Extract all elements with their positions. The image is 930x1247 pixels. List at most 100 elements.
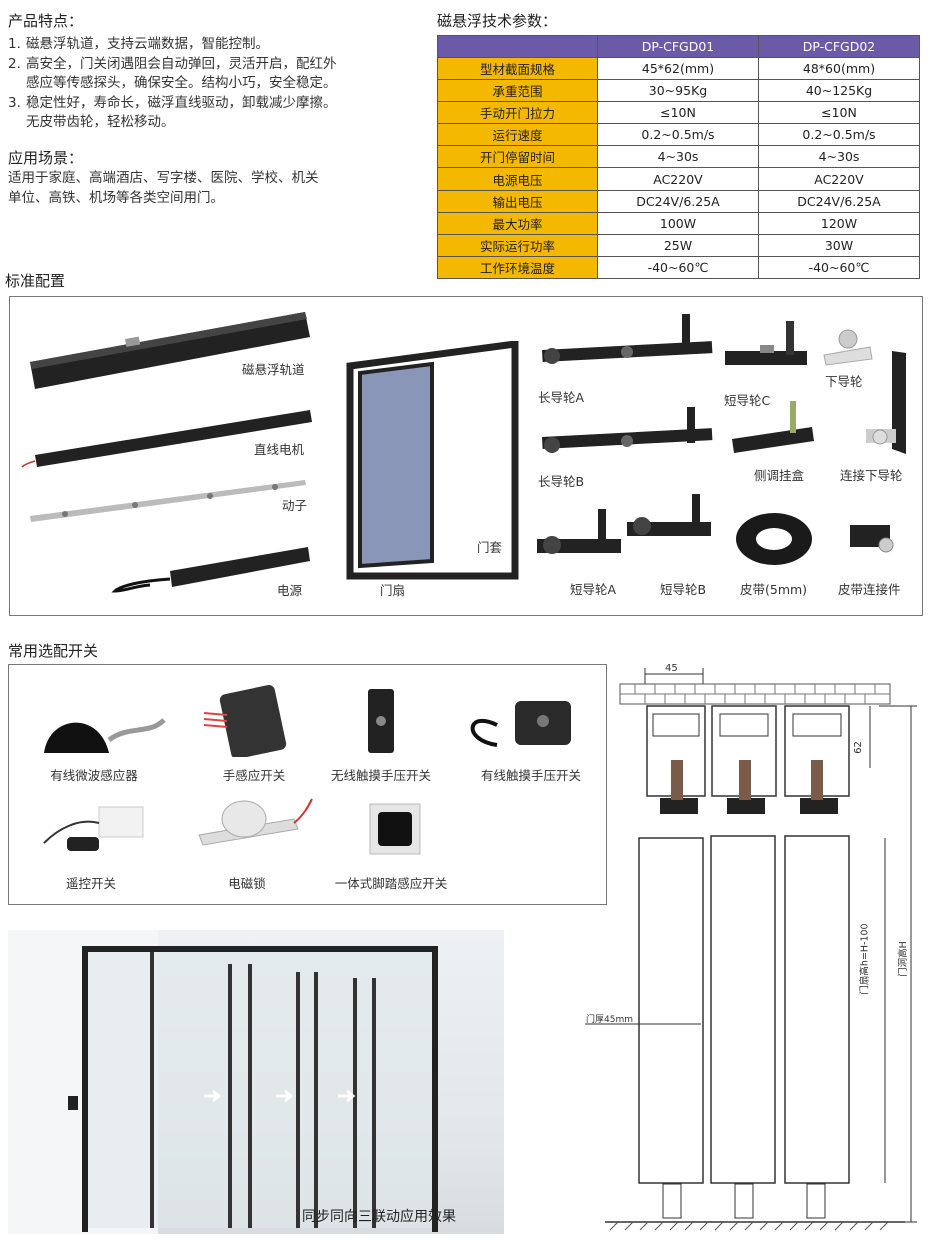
short-guide-c-image [725,321,807,365]
spec-value-2: 4~30s [758,145,920,169]
feature-item: 2. 高安全，门关闭遇阻会自动弹回，灵活开启，配红外感应等传感探头，确保安全。结构… [8,55,428,94]
switch-label-6: 电磁锁 [228,876,266,891]
microwave-sensor-image [44,718,166,753]
wireless-switch-image [368,689,394,753]
spec-label: 型材截面规格 [437,56,598,81]
sliding-door-scene [8,930,438,1234]
short-guide-a-image [537,509,621,554]
feature-number: 1. [8,36,21,52]
long-guide-a-label: 长导轮A [538,390,585,405]
spec-value-1: ≤10N [597,101,759,125]
mover-label: 动子 [282,498,308,513]
mover-image [30,480,306,522]
feature-text: 高安全，门关闭遇阻会自动弹回，灵活开启，配红外感应等传感探头，确保安全。结构小巧… [26,55,337,94]
spec-value-1: DC24V/6.25A [597,189,759,213]
scenes-text: 适用于家庭、高端酒店、写字楼、医院、学校、机关 单位、高铁、机场等各类空间用门。 [8,169,428,208]
spec-header-blank [437,35,598,58]
spec-label: 最大功率 [437,211,598,235]
door-thickness-label: 门厚45mm [586,1015,633,1025]
track-image [30,312,310,389]
features-heading: 产品特点： [8,12,84,30]
spec-value-1: 100W [597,211,759,235]
spec-value-1: 30~95Kg [597,79,759,103]
features-list: 1. 磁悬浮轨道，支持云端数据，智能控制。 2. 高安全，门关闭遇阻会自动弹回，灵活开… [8,35,428,133]
feature-item: 1. 磁悬浮轨道，支持云端数据，智能控制。 [8,35,428,55]
scenes-heading: 应用场景： [8,149,84,167]
switch-label-5: 遥控开关 [65,876,117,891]
connect-lower-guide-image [866,351,906,454]
spec-label: 承重范围 [437,79,598,103]
long-guide-b-label: 长导轮B [538,474,585,489]
door-leaf-label: 门扇 [380,583,406,598]
spec-row: 手动开门拉力≤10N≤10N [437,101,920,125]
leaf-height-label: 门扇高h=H-100 [859,923,871,995]
belt-label: 皮带(5mm) [740,582,808,597]
short-guide-c-label: 短导轮C [724,393,771,408]
spec-model-2: DP-CFGD02 [758,35,920,58]
feature-line: 高安全，门关闭遇阻会自动弹回，灵活开启，配红外 [26,55,337,72]
switches-panel: 有线微波感应器 手感应开关 无线触摸手压开关 有线触摸手压开关 遥控开关 电磁锁… [8,664,607,905]
spec-value-2: 48*60(mm) [758,56,920,81]
spec-header-row: DP-CFGD01 DP-CFGD02 [437,35,920,58]
feature-line: 感应等传感探头，确保安全。结构小巧，安全稳定。 [26,75,337,91]
cross-section-drawing [585,668,917,1231]
switches-heading: 常用选配开关 [8,642,99,660]
long-guide-b-image [542,407,713,453]
belt-image [736,513,812,565]
door-frame-label: 门套 [477,540,503,555]
lower-guide-label: 下导轮 [825,374,863,389]
spec-label: 运行速度 [437,123,598,147]
feature-number: 3. [8,94,21,111]
feature-text: 稳定性好，寿命长，磁浮直线驱动，卸载减少摩擦。无皮带齿轮，轻松移动。 [26,94,337,133]
feature-line: 稳定性好，寿命长，磁浮直线驱动，卸载减少摩擦。 [26,94,337,111]
remote-switch-image [43,806,144,851]
switch-label-4: 有线触摸手压开关 [480,768,582,783]
switch-label-3: 无线触摸手压开关 [330,768,432,783]
switch-label-1: 有线微波感应器 [50,768,138,783]
door-frame-image [346,341,519,580]
spec-value-2: 120W [758,211,920,235]
feature-number: 2. [8,55,21,72]
feature-line: 磁悬浮轨道，支持云端数据，智能控制。 [26,36,269,52]
spec-value-2: 30W [758,233,920,257]
spec-value-2: DC24V/6.25A [758,189,920,213]
spec-label: 开门停留时间 [437,145,598,169]
spec-value-1: 4~30s [597,145,759,169]
spec-label: 工作环境温度 [437,255,598,280]
feature-line: 无皮带齿轮，轻松移动。 [26,114,175,130]
photo-caption: 同步同向三联动应用效果 [302,1209,456,1225]
side-box-label: 侧调挂盒 [754,468,805,483]
spec-value-2: AC220V [758,167,920,191]
foot-switch-image [369,803,421,855]
motor-label: 直线电机 [254,442,305,457]
connect-lower-guide-label: 连接下导轮 [840,468,903,483]
feature-text: 磁悬浮轨道，支持云端数据，智能控制。 [26,35,269,55]
hand-sensor-image [203,685,287,757]
spec-label: 实际运行功率 [437,233,598,257]
side-box-image [732,401,814,453]
belt-connector-label: 皮带连接件 [838,582,901,597]
spec-heading: 磁悬浮技术参数： [437,12,558,30]
wired-touch-switch-image [470,701,571,747]
power-image [111,547,310,593]
feature-item: 3. 稳定性好，寿命长，磁浮直线驱动，卸载减少摩擦。无皮带齿轮，轻松移动。 [8,94,428,133]
motor-image [21,410,312,468]
application-photo: 同步同向三联动应用效果 [8,930,504,1234]
magnetic-lock-image [198,798,313,846]
short-guide-b-label: 短导轮B [660,582,707,597]
spec-value-2: 40~125Kg [758,79,920,103]
spec-label: 输出电压 [437,189,598,213]
spec-value-1: 25W [597,233,759,257]
belt-connector-image [850,525,894,553]
short-guide-a-label: 短导轮A [570,582,617,597]
spec-value-1: AC220V [597,167,759,191]
scenes-line: 适用于家庭、高端酒店、写字楼、医院、学校、机关 [8,170,319,186]
spec-model-1: DP-CFGD01 [597,35,759,58]
spec-value-2: ≤10N [758,101,920,125]
